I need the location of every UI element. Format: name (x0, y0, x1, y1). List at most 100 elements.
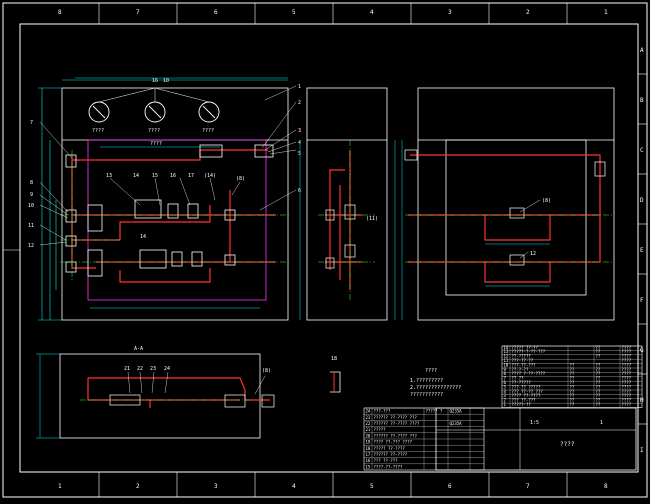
gauge-label-1: ???? (92, 128, 104, 134)
section-label-22: 22 (137, 366, 143, 372)
bom-right-cell: 12 (504, 354, 509, 359)
part-label-3: 3 (298, 128, 301, 134)
border-num-bottom-4: 4 (292, 483, 296, 490)
notes-title: ???? (425, 368, 437, 374)
bom-right-cell: ???? (622, 354, 632, 359)
bom-left-cell: 17 (366, 452, 371, 457)
gauge-label-2: ???? (148, 128, 160, 134)
border-num-top-4: 5 (292, 9, 296, 16)
front-center-dim: ???? (150, 141, 162, 147)
drawing-sheet: 1 (600, 420, 603, 426)
bom-right-cell: ?? (570, 389, 575, 394)
bom-right-cell: 8 (504, 371, 507, 376)
notes-line-1: 1.????????? (410, 378, 443, 384)
bom-right-cell: ?? (596, 384, 601, 389)
detail-view: 18 (330, 356, 341, 393)
bom-right-cell: 1 (504, 402, 507, 407)
border-num-top-1: 8 (58, 9, 62, 16)
bom-left-cell: 15 (366, 464, 371, 469)
bom-left-cell: ????? ??-???? (374, 446, 406, 451)
border-num-top-3: 6 (214, 9, 218, 16)
bom-left-cell: ???? ??-??? ???? (374, 440, 413, 445)
bom-right-cell: 6 (504, 380, 507, 385)
border-num-bottom-3: 3 (214, 483, 218, 490)
bom-table-right: 1 4 ????? ??-???????? 13?????-?-??-????????… (501, 345, 643, 408)
border-num-bottom-7: 7 (526, 483, 530, 490)
bom-right-cell: 11 (504, 358, 509, 363)
bom-right-cell: ?????-?-??-??? (512, 349, 546, 354)
bom-right-cell: ?? (596, 376, 601, 381)
border-num-top-6: 3 (448, 9, 452, 16)
part-label-14-ref: (14) (204, 173, 216, 179)
bom-right-cell: ???? (622, 389, 632, 394)
bom-right-cell: ?? (570, 362, 575, 367)
part-label-6: 6 (298, 188, 301, 194)
part-label-13: 13 (106, 173, 112, 179)
border-num-top-2: 7 (136, 9, 140, 16)
side-view-label: (11) (366, 216, 378, 222)
bom-right-cell: ???? (622, 398, 632, 403)
bom-left-cell: ????? ? (426, 409, 443, 414)
part-label-17: 17 (188, 173, 194, 179)
rear-view-label-8: (8) (542, 198, 551, 204)
bom-right-cell: 9 (504, 367, 507, 372)
front-dim-top-right: 10 (163, 78, 169, 84)
notes-line-2: 2.??????????????? (410, 385, 461, 391)
rear-view: (8) 12 (401, 87, 615, 321)
bom-left-cell: 21 (366, 427, 371, 432)
bom-right-cell: ????? ??-?? (512, 345, 539, 350)
border-num-top-5: 4 (370, 9, 374, 16)
part-label-4: 4 (298, 140, 301, 146)
bom-right-cell: ???? (622, 349, 632, 354)
side-view: (11) (299, 87, 396, 321)
bom-right-cell: ?? (570, 376, 575, 381)
bom-right-cell: ?? (570, 367, 575, 372)
bom-left-cell: 22 (366, 421, 371, 426)
bom-right-cell: ?? ?? (512, 376, 525, 381)
bom-left-cell: Q235A (450, 409, 463, 414)
bom-right-cell: 10 (504, 362, 509, 367)
part-label-16: 16 (170, 173, 176, 179)
bom-left-cell: ??? ??-??? (374, 458, 399, 463)
border-num-top-8: 1 (604, 9, 608, 16)
bom-left-cell: ?????? ??-???? (374, 452, 408, 457)
section-title: A-A (134, 346, 143, 352)
border-letter-e: E (640, 247, 644, 254)
section-label-24: 24 (164, 366, 170, 372)
bom-right-cell: ???? (622, 371, 632, 376)
bom-right-cell: ???-??-??? (512, 362, 537, 367)
bom-left-cell: ???-??? (374, 409, 391, 414)
bom-right-cell: ???? (622, 367, 632, 372)
bom-right-cell: ???? (622, 393, 632, 398)
bom-right-cell: ?? (596, 402, 601, 407)
part-label-14-b: 14 (140, 234, 146, 240)
bom-right-cell: 13 (504, 349, 509, 354)
title-block: ???? 1:5 1 (435, 407, 637, 471)
part-label-7: 7 (30, 120, 33, 126)
bom-left-cell: 24 (366, 409, 371, 414)
border-numbers: 8 7 6 5 4 3 2 1 1 2 3 4 5 6 7 8 A B C D … (58, 9, 644, 490)
bom-right-cell: ?? (570, 380, 575, 385)
bom-left-cell: 18 (366, 446, 371, 451)
bom-right-cell: 3 (504, 393, 507, 398)
border-num-bottom-6: 6 (448, 483, 452, 490)
bom-left-cell: 16 (366, 458, 371, 463)
bom-right-cell: ???? ?-??-???? (512, 371, 546, 376)
border-num-bottom-8: 8 (604, 483, 608, 490)
bom-left-cell: ????-??-???? (374, 464, 403, 469)
bom-right-cell: ???? (622, 345, 632, 350)
front-dim-top-left: 16 (152, 78, 158, 84)
bom-right-cell: 4 (504, 389, 507, 394)
bom-right-cell: ???? (622, 376, 632, 381)
bom-right-cell: ???-?? ????? (512, 384, 541, 389)
section-label-21: 21 (124, 366, 130, 372)
bom-left-cell: ????? (374, 427, 387, 432)
bom-left-cell: 23 (366, 415, 371, 420)
bom-right-cell: ?? (596, 349, 601, 354)
bom-right-cell: ???-??-?? (512, 358, 534, 363)
technical-notes: ???? 1.????????? 2.??????????????? ?????… (410, 368, 461, 398)
detail-label: 18 (331, 356, 337, 362)
bom-right-cell: ??-????? (512, 354, 532, 359)
bom-right-cell: ??-????? (512, 380, 532, 385)
